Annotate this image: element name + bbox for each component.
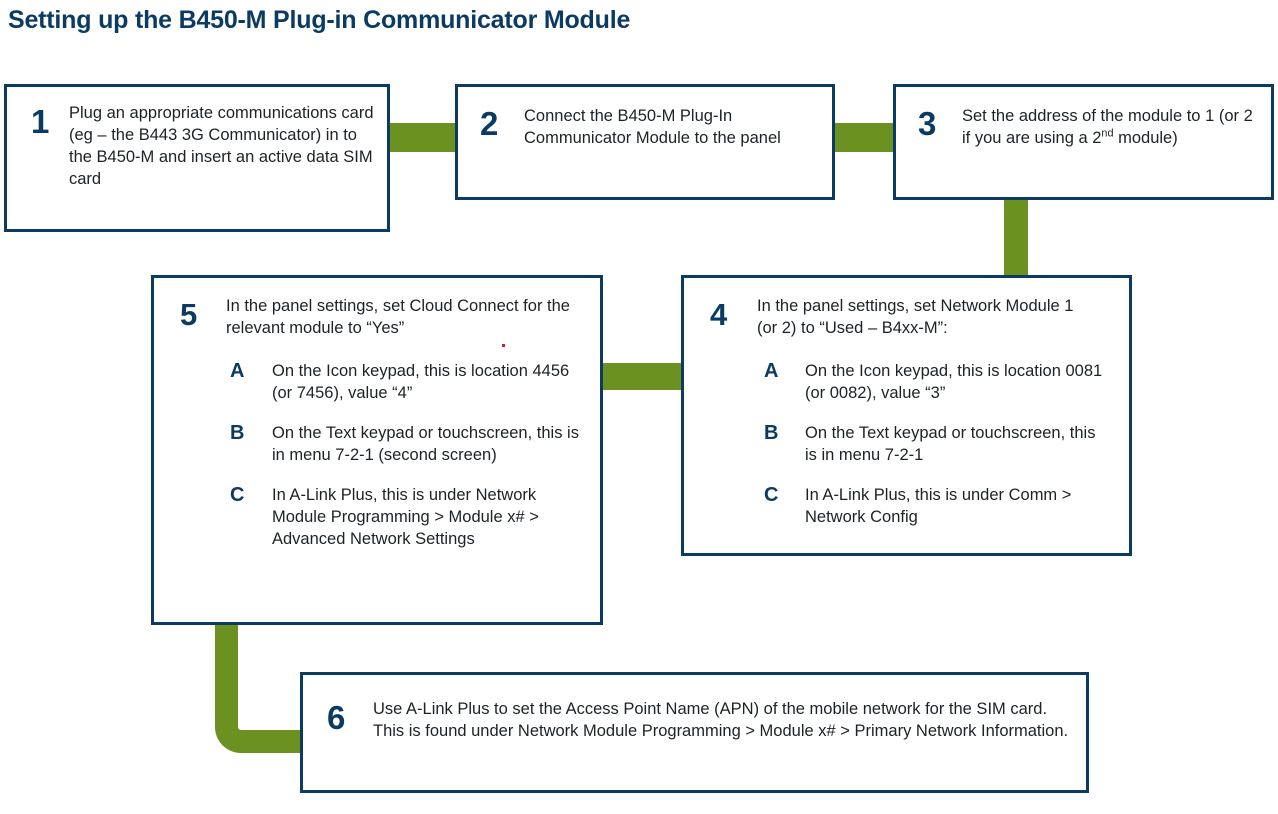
connector-step4-to-step5: [598, 363, 688, 390]
page-title: Setting up the B450-M Plug-in Communicat…: [8, 6, 631, 34]
step-4-sub-item-b: B On the Text keypad or touchscreen, thi…: [764, 421, 1109, 467]
step-5-sub-item-b: B On the Text keypad or touchscreen, thi…: [230, 421, 590, 467]
step-text-3-part1: Set the address of the module to 1 (or 2…: [962, 107, 1253, 147]
step-4-sub-letter-a: A: [764, 360, 779, 382]
step-4-sub-item-c: C In A-Link Plus, this is under Comm > N…: [764, 483, 1109, 529]
step-4-sub-letter-b: B: [764, 421, 779, 444]
step-5-sub-letter-a: A: [230, 360, 245, 382]
step-text-6: Use A-Link Plus to set the Access Point …: [373, 700, 1069, 740]
step-5-sub-item-c: C In A-Link Plus, this is under Network …: [230, 483, 590, 551]
step-number-6: 6: [327, 699, 346, 736]
connector-step2-to-step3: [832, 123, 900, 152]
step-box-2[interactable]: 2 Connect the B450-M Plug-In Communicato…: [455, 84, 835, 200]
step-4-sub-letter-c: C: [764, 483, 779, 506]
step-box-6[interactable]: 6 Use A-Link Plus to set the Access Poin…: [300, 672, 1089, 793]
step-number-3: 3: [918, 105, 937, 142]
step-4-sub-text-c: In A-Link Plus, this is under Comm > Net…: [805, 485, 1072, 526]
step-5-sub-item-a: A On the Icon keypad, this is location 4…: [230, 360, 590, 405]
step-number-5: 5: [180, 297, 198, 332]
step-text-2: Connect the B450-M Plug-In Communicator …: [524, 107, 781, 147]
step-4-sub-list: A On the Icon keypad, this is location 0…: [764, 360, 1109, 543]
step-number-1: 1: [31, 103, 50, 140]
connector-step5-to-step6: [215, 620, 305, 753]
step-5-sub-letter-b: B: [230, 421, 245, 444]
step-4-sub-item-a: A On the Icon keypad, this is location 0…: [764, 360, 1109, 405]
stray-speck-artifact: [502, 344, 505, 347]
step-box-3[interactable]: 3 Set the address of the module to 1 (or…: [893, 84, 1274, 200]
step-5-sub-text-a: On the Icon keypad, this is location 445…: [272, 362, 570, 402]
step-number-2: 2: [480, 105, 499, 142]
connector-step3-to-step4: [1004, 197, 1028, 283]
step-4-sub-text-b: On the Text keypad or touchscreen, this …: [805, 423, 1096, 464]
step-5-sub-list: A On the Icon keypad, this is location 4…: [230, 360, 590, 565]
step-box-4[interactable]: 4 In the panel settings, set Network Mod…: [681, 275, 1132, 556]
step-5-sub-letter-c: C: [230, 483, 245, 506]
step-4-sub-text-a: On the Icon keypad, this is location 008…: [805, 362, 1103, 402]
step-text-3-superscript: nd: [1101, 127, 1114, 140]
connector-step1-to-step2: [385, 123, 461, 152]
step-text-3-part2: module): [1113, 128, 1178, 147]
step-text-4: In the panel settings, set Network Modul…: [757, 297, 1074, 337]
step-box-5[interactable]: 5 In the panel settings, set Cloud Conne…: [151, 275, 603, 625]
step-text-1: Plug an appropriate communications card …: [69, 104, 374, 188]
step-5-sub-text-c: In A-Link Plus, this is under Network Mo…: [272, 485, 539, 548]
step-box-1[interactable]: 1 Plug an appropriate communications car…: [4, 84, 390, 232]
step-text-5: In the panel settings, set Cloud Connect…: [226, 297, 570, 337]
step-number-4: 4: [710, 297, 728, 332]
step-5-sub-text-b: On the Text keypad or touchscreen, this …: [272, 423, 579, 464]
step-text-3: Set the address of the module to 1 (or 2…: [962, 106, 1262, 150]
